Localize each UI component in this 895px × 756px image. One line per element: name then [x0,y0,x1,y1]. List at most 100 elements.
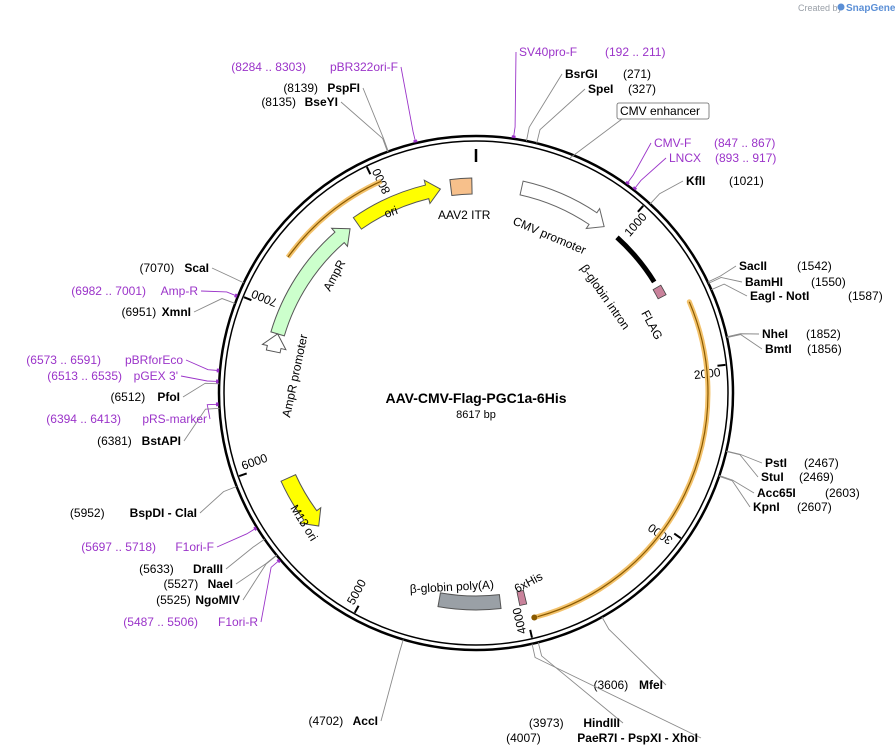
enzyme-name[interactable]: PfoI [157,390,180,404]
enzyme-name[interactable]: NaeI [208,577,233,591]
primer-name[interactable]: pBRforEco [125,353,183,367]
scale-tick [529,629,533,638]
enzyme-name[interactable]: KpnI [753,500,780,514]
backbone-outer-circle [217,134,735,652]
primer-name[interactable]: F1ori-F [175,540,214,554]
primer-leader [216,528,256,548]
primer-site-mark [413,139,418,143]
enzyme-name[interactable]: PstI [765,456,787,470]
enzyme-position: (1852) [806,327,841,341]
enzyme-leader [707,265,737,283]
enzyme-name[interactable]: SpeI [588,82,613,96]
enzyme-name[interactable]: BmtI [765,342,792,356]
enzyme-leader [193,298,236,313]
enzyme-leader [726,334,763,350]
enzyme-name[interactable]: PaeR7I - PspXI - XhoI [577,731,698,745]
his6-feature [516,589,528,607]
credit-text: Created by [798,3,843,13]
enzyme-position: (3973) [529,716,564,730]
enzyme-name[interactable]: BseYI [305,95,338,109]
enzyme-position: (8139) [283,81,318,95]
primer-leader [185,359,219,371]
primer-name[interactable]: Amp-R [161,284,199,298]
primer-name[interactable]: F1ori-R [218,615,258,629]
primer-leader [260,560,280,623]
primer-range: (192 .. 211) [605,45,665,59]
enzyme-position: (2603) [825,486,860,500]
ampr-line [287,180,382,258]
cmv-enhancer-box [616,102,710,120]
enzyme-name[interactable]: XmnI [162,305,191,319]
enzyme-leader [526,73,563,142]
enzyme-leader [235,554,277,585]
flag-feature [652,284,667,300]
primer-range: (6394 .. 6413) [46,412,121,426]
enzyme-name[interactable]: KflI [686,174,705,188]
enzyme-leader [242,555,278,601]
enzyme-name[interactable]: Acc65I [757,486,796,500]
aav2-itr-label: AAV2 ITR [438,208,491,222]
enzyme-name[interactable]: BspDI - ClaI [130,506,197,520]
enzyme-leader [380,639,404,722]
primer-name[interactable]: pRS-marker [142,412,207,426]
primer-range: (5697 .. 5718) [81,540,156,554]
scale-tick-label: 8000 [369,166,393,196]
enzyme-position: (8135) [261,95,296,109]
flag-label: FLAG [638,308,665,342]
enzyme-position: (5633) [139,562,174,576]
cmv-promoter-feature [519,180,605,230]
enzyme-leader [719,475,755,494]
enzyme-position: (271) [623,67,651,81]
primer-name[interactable]: pGEX 3' [134,369,178,383]
beta-globin-polya-feature [437,592,502,611]
enzyme-name[interactable]: AccI [353,714,378,728]
primer-site-mark [253,526,258,531]
enzyme-name[interactable]: DraIII [193,562,223,576]
plasmid-name: AAV-CMV-Flag-PGC1a-6His [386,390,567,406]
enzyme-leader [726,333,760,338]
enzyme-leader [182,382,220,398]
enzyme-leader [536,88,586,144]
primer-name[interactable]: LNCX [669,151,701,165]
primer-name[interactable]: pBR322ori-F [330,60,398,74]
cmv-enhancer-label: CMV enhancer [620,104,700,118]
snapgene-brand: SnapGene [846,3,895,14]
enzyme-name[interactable]: NheI [762,327,788,341]
enzyme-name[interactable]: BamHI [745,275,783,289]
enzyme-name[interactable]: BstAPI [142,434,181,448]
enzyme-leader [211,267,244,284]
enzyme-position: (1587) [848,289,883,303]
primer-leader [200,290,237,297]
enzyme-name[interactable]: SacII [739,259,767,273]
enzyme-name[interactable]: HindIII [583,716,620,730]
aav2-itr-feature [449,177,473,197]
primer-range: (847 .. 867) [714,136,775,150]
enzyme-leader [726,451,759,478]
enzyme-name[interactable]: EagI - NotI [750,289,809,303]
enzyme-position: (1021) [729,174,764,188]
enzyme-leader [708,276,743,284]
enzyme-position: (5525) [156,593,191,607]
enzyme-position: (6512) [111,390,146,404]
his6-label: 6xHis [512,569,545,595]
primer-name[interactable]: SV40pro-F [519,45,577,59]
enzyme-name[interactable]: PspFI [327,81,360,95]
enzyme-name[interactable]: MfeI [639,678,663,692]
enzyme-name[interactable]: ScaI [184,261,209,275]
primer-range: (6573 .. 6591) [26,353,101,367]
scale-tick [238,472,248,478]
enzyme-position: (7070) [140,261,175,275]
enzyme-position: (6951) [122,305,157,319]
primer-name[interactable]: CMV-F [654,136,691,150]
enzyme-name[interactable]: BsrGI [565,67,598,81]
primer-leader [627,142,652,184]
scale-tick [673,532,682,539]
enzyme-name[interactable]: NgoMIV [195,593,240,607]
ampr-feature [270,227,351,337]
enzyme-name[interactable]: StuI [761,470,784,484]
primer-site-mark [276,558,281,564]
cmv-enhancer-leader [569,118,623,159]
cds-highlight-arc [531,299,711,620]
enzyme-position: (1542) [797,259,832,273]
